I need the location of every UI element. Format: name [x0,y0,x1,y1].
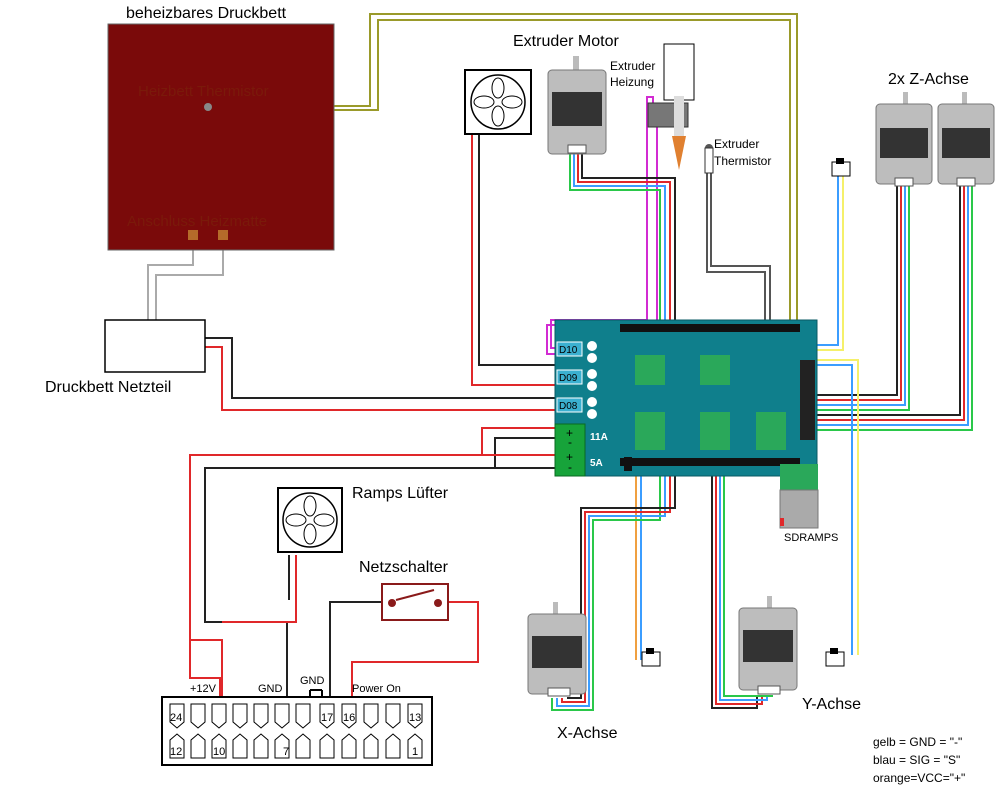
heatmat-wire-a [147,238,194,335]
legend: gelb = GND = "-" blau = SIG = "S" orange… [873,735,965,785]
atx-pin-7: 7 [283,746,289,758]
amp-11-label: 11A [590,432,608,443]
heatbed: beheizbares Druckbett Heizbett Thermisto… [107,5,335,251]
psu-red-wire [205,346,555,411]
y-motor-wire-1 [711,402,758,709]
x-axis-label: X-Achse [557,725,618,742]
psu-black-wire [205,337,555,399]
heatmat-terminal-b [218,230,228,240]
ext-fan-black [478,135,555,366]
x-motor-wire-1 [551,402,661,711]
atx-pin-17: 17 [321,712,333,724]
heater-pink-c [546,118,658,355]
heatbed-title: beheizbares Druckbett [126,5,287,22]
atx-pin-13: 13 [409,712,421,724]
atx-pin-24: 24 [170,712,182,724]
extruder-heater-label-2: Heizung [610,75,654,89]
z2-wire-1 [770,185,961,416]
y-motor: Y-Achse [738,596,861,713]
d08-label: D08 [559,401,578,412]
y-endstop [825,648,845,667]
power-terminal [554,423,586,477]
y-axis-label: Y-Achse [802,696,861,713]
terminal-plus-2: + [566,450,573,464]
ext-motor-wire-3 [577,152,671,335]
d09-label: D09 [559,373,578,384]
z-motors: 2x Z-Achse [875,71,995,187]
atx-pin-12: 12 [170,746,182,758]
ramps-fan: Ramps Lüfter [277,485,449,553]
bed-psu-box [104,319,206,373]
atx-pin-16: 16 [343,712,355,724]
ext-thermistor-a [706,172,766,345]
amp-5-label: 5A [590,458,603,469]
bed-psu-label: Druckbett Netzteil [45,379,171,396]
z2-wire-3 [770,185,969,426]
z-axis-label: 2x Z-Achse [888,71,969,88]
ext-motor-wire-2 [573,152,666,335]
power-switch-label: Netzschalter [359,559,449,576]
extruder-hotend: Extruder Heizung Extruder Thermistor [610,43,771,174]
atx-12v-label: +12V [190,683,217,695]
bed-psu: Druckbett Netzteil [45,319,206,396]
sdramps: SDRAMPS [779,464,838,544]
ext-fan-red [471,135,555,386]
ramps-board: D10 D09 D08 + - + - 11A 5A [554,319,818,477]
extruder-fan [464,69,532,135]
switch-red [351,601,479,708]
atx-12v-red-b [190,639,223,700]
terminal-plus-1: + [566,426,573,440]
y-motor-wire-3 [719,402,768,701]
atx-12v-red [189,427,555,740]
extruder-fan-icon [464,69,532,135]
atx-gnd2-label: GND [300,675,325,687]
atx-power-on-label: Power On [352,683,401,695]
legend-line-1: gelb = GND = "-" [873,735,962,749]
z2-wire-2 [770,185,965,421]
z2-wire-4 [770,185,973,431]
ramps-fan-red [222,555,297,623]
power-switch: Netzschalter [359,559,449,621]
atx-gnd-label: GND [258,683,283,695]
ext-motor-wire-1 [569,152,661,335]
atx-pin-10: 10 [213,746,225,758]
x-motor: X-Achse [527,602,618,742]
ext-thermistor-b [710,172,771,345]
extruder-thermistor-label-2: Thermistor [714,154,771,168]
ramps-fan-label: Ramps Lüfter [352,485,449,502]
heatbed-plate [107,23,335,251]
terminal-minus-2: - [568,460,572,474]
x-motor-wire-3 [561,402,671,703]
heatbed-thermistor-dot [204,103,212,111]
ramps-fan-icon [277,487,343,553]
atx-pins-top [169,703,423,729]
extruder-motor: Extruder Motor [513,33,619,155]
atx-pin-1: 1 [412,746,418,758]
atx-pins-bottom [169,733,423,759]
switch-black [329,601,383,708]
x-endstop [641,648,661,667]
d10-label: D10 [559,345,578,356]
y-motor-wire-4 [723,402,773,697]
extruder-motor-label: Extruder Motor [513,33,619,50]
wires [147,13,973,740]
z-endstop [831,158,851,177]
heatbed-thermistor-label: Heizbett Thermistor [138,83,269,100]
heatmat-connector-label: Anschluss Heizmatte [127,213,267,230]
x-motor-wire-2 [556,402,666,707]
heatmat-terminal-a [188,230,198,240]
legend-line-2: blau = SIG = "S" [873,753,960,767]
sdramps-label: SDRAMPS [784,532,838,544]
ext-motor-wire-4 [581,152,676,335]
atx-connector: +12V GND GND Power On [161,675,433,766]
extruder-heater-label-1: Extruder [610,59,655,73]
heatmat-wire-b [155,238,224,335]
extruder-thermistor-label-1: Extruder [714,137,759,151]
legend-line-3: orange=VCC="+" [873,771,965,785]
terminal-minus-1: - [568,435,572,449]
